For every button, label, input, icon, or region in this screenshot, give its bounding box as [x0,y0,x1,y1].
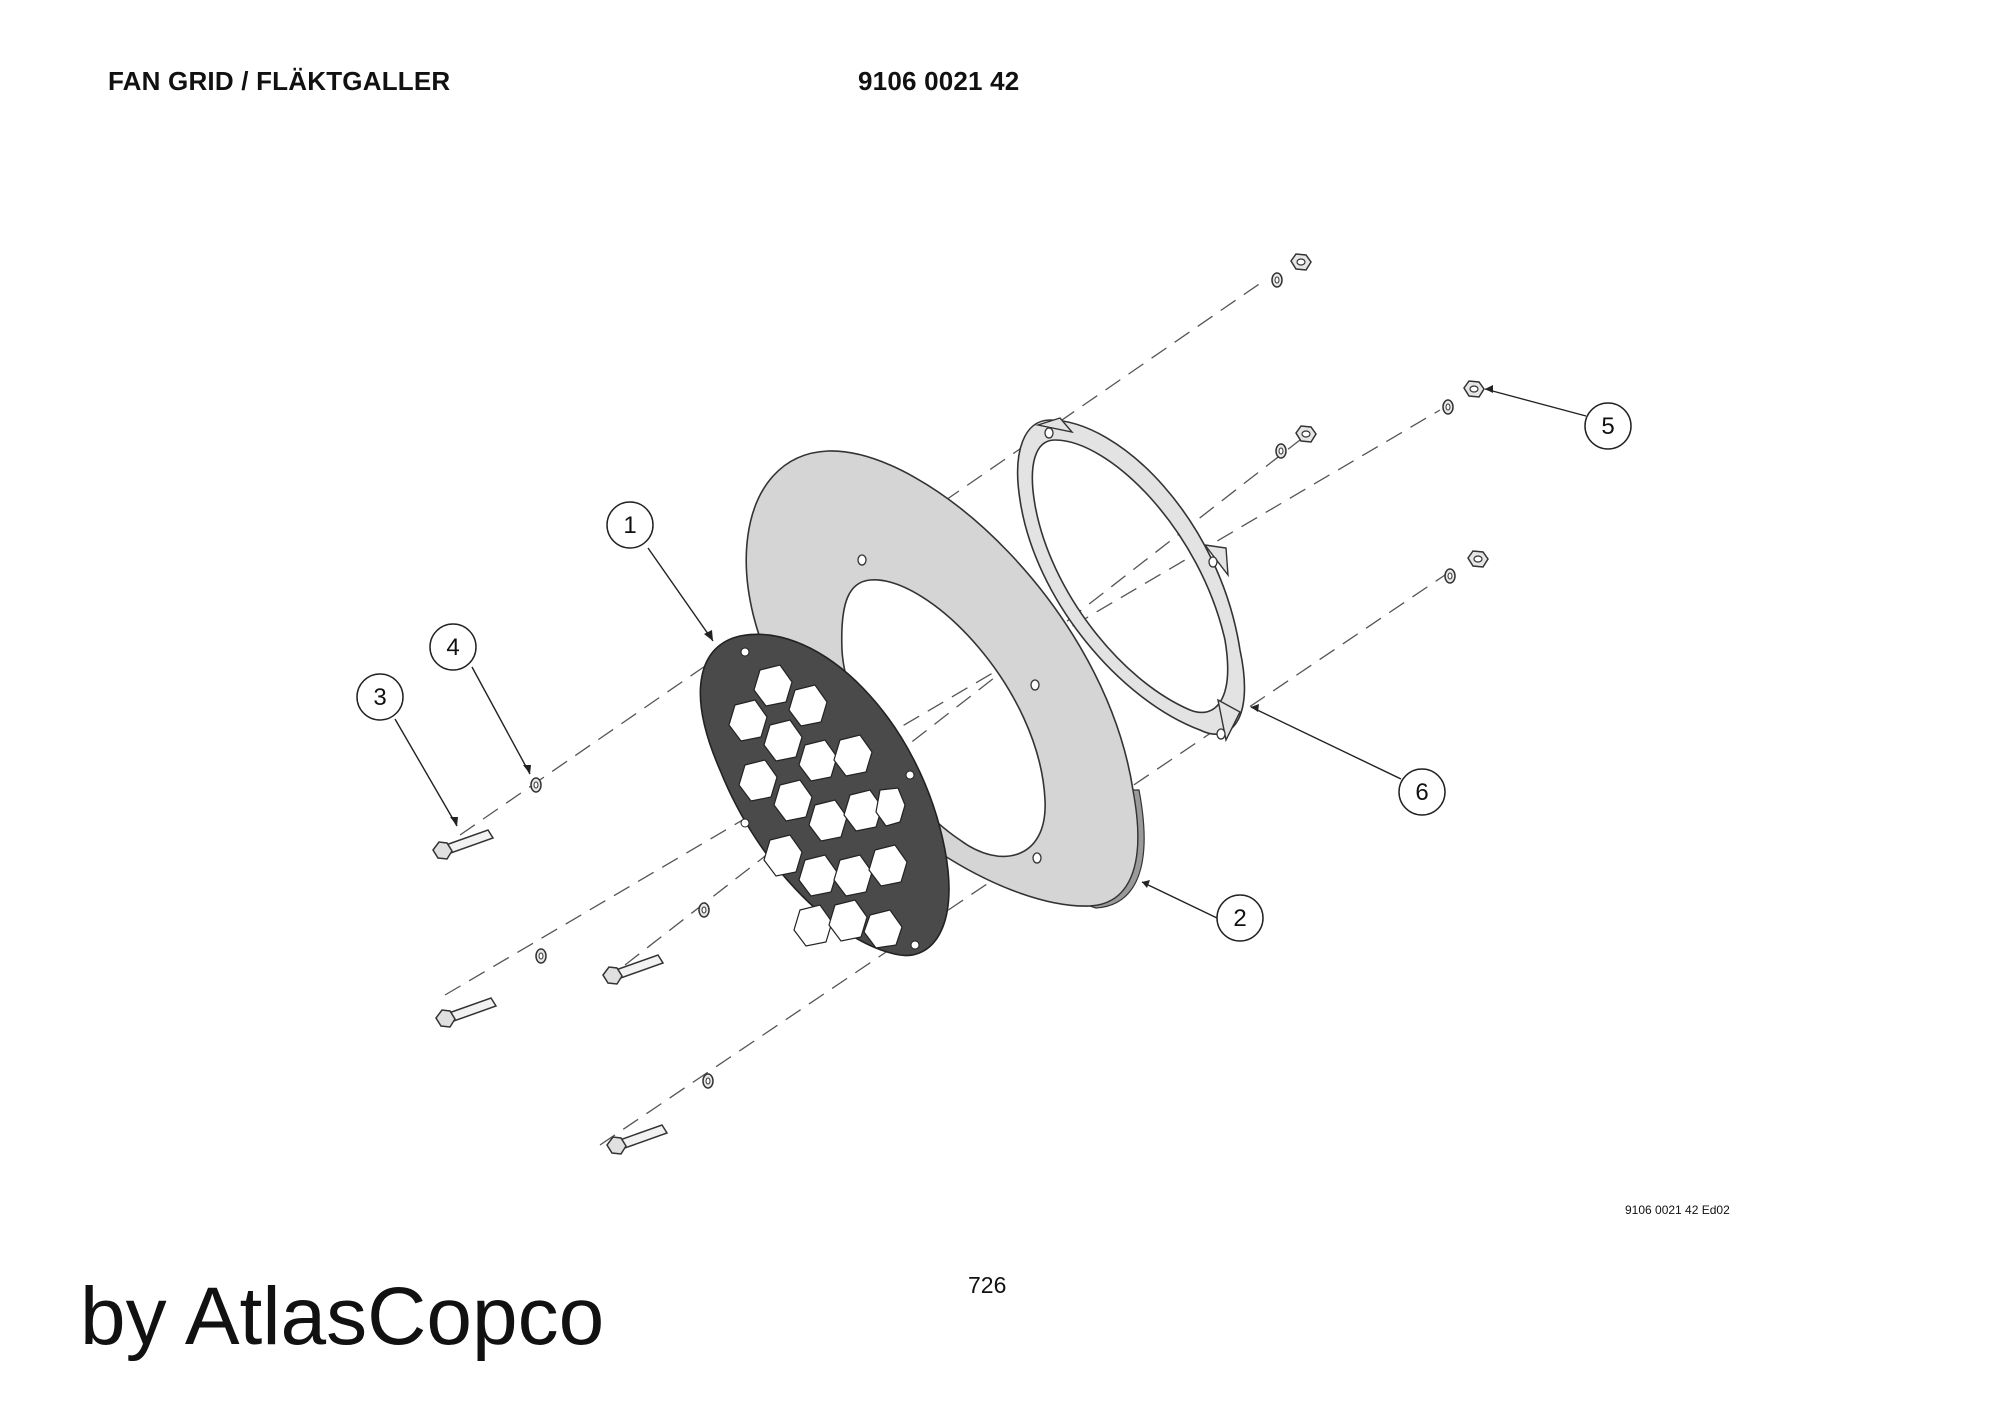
bolt-set [432,829,668,1155]
mounting-plate [745,450,1145,909]
nut-set [1290,253,1489,568]
page-title: FAN GRID / FLÄKTGALLER [108,66,451,96]
drawing-reference: 9106 0021 42 Ed02 [1625,1203,1730,1217]
svg-text:4: 4 [446,634,459,661]
page-number: 726 [968,1272,1007,1298]
leader-arrowheads [450,385,1493,888]
svg-text:1: 1 [623,512,636,539]
callout-3: 3 [356,673,404,721]
svg-text:6: 6 [1415,779,1428,806]
washer-set-front [530,777,714,1089]
callout-4: 4 [429,623,477,671]
callout-6: 6 [1398,768,1446,816]
fan-grid [699,633,950,957]
brand-text: by AtlasCopco [80,1271,605,1362]
part-number: 9106 0021 42 [858,66,1020,96]
callout-5: 5 [1584,402,1632,450]
ring-gasket [1016,417,1246,743]
leader-lines [394,388,1587,919]
assembly-axis-lines [444,279,1446,1146]
svg-text:3: 3 [373,684,386,711]
callout-2: 2 [1216,894,1264,942]
svg-text:2: 2 [1233,905,1246,932]
svg-text:5: 5 [1601,413,1614,440]
callout-1: 1 [606,501,654,549]
